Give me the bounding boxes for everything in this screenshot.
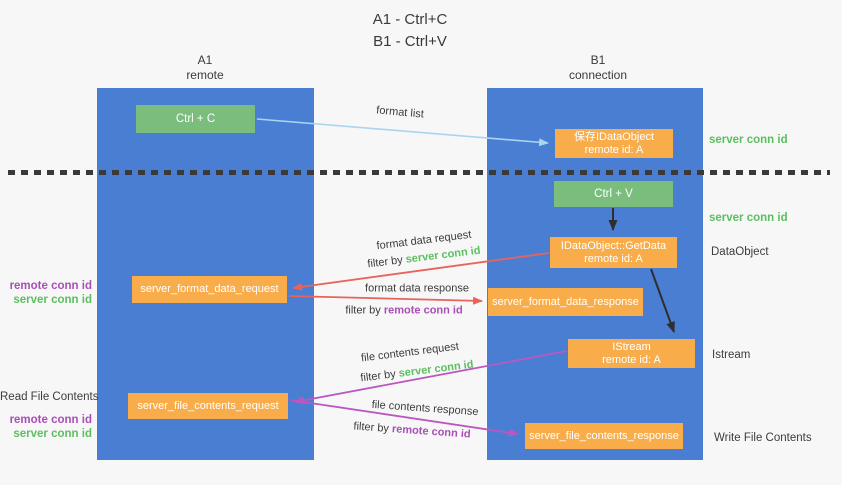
node-ctrl-v: Ctrl + V: [554, 181, 673, 207]
edge-label-format-list: format list: [375, 104, 425, 121]
node-ctrl-c-label: Ctrl + C: [175, 112, 216, 125]
lane-header-b1: B1 connection: [538, 53, 658, 83]
node-save-idataobject: 保存IDataObject remote id: A: [555, 129, 673, 158]
edge-label-filter-by-remote-conn-id-2: filter by remote conn id: [353, 420, 471, 441]
node-idataobject-getdata-line2: remote id: A: [584, 252, 643, 265]
lane-header-a1: A1 remote: [145, 53, 265, 83]
arrow-format-data-response: [288, 295, 483, 305]
edge-label-format-data-response: format data response: [365, 282, 469, 295]
edge-label-file-contents-response: file contents response: [371, 398, 479, 419]
annotation-left-conn-ids-format: remote conn id server conn id: [0, 279, 92, 307]
annotation-remote-conn-id-1: remote conn id: [9, 280, 92, 292]
annotation-write-file-contents: Write File Contents: [714, 432, 812, 444]
node-save-idataobject-line1: 保存IDataObject: [573, 130, 655, 143]
diagram-title: A1 - Ctrl+C B1 - Ctrl+V: [320, 9, 500, 53]
node-server-format-data-response-label: server_format_data_response: [492, 295, 639, 308]
edge-label-filter-by-remote-conn-id-1: filter by remote conn id: [345, 305, 462, 318]
remote-conn-id-text: remote conn id: [391, 423, 471, 441]
node-istream-line2: remote id: A: [602, 353, 661, 366]
annotation-server-conn-id-mid: server conn id: [709, 212, 788, 224]
title-line-ctrl-c: A1 - Ctrl+C: [372, 11, 448, 28]
lane-a1-role: remote: [186, 68, 224, 82]
node-idataobject-getdata: IDataObject::GetData remote id: A: [550, 237, 677, 268]
annotation-server-conn-id-top: server conn id: [709, 134, 788, 146]
title-line-ctrl-v: B1 - Ctrl+V: [373, 33, 447, 50]
node-istream: IStream remote id: A: [568, 339, 695, 368]
lane-b1-role: connection: [568, 68, 628, 82]
annotation-server-conn-id-1: server conn id: [13, 294, 92, 306]
node-server-file-contents-response: server_file_contents_response: [525, 423, 683, 449]
annotation-remote-conn-id-2: remote conn id: [9, 414, 92, 426]
node-save-idataobject-line2: remote id: A: [584, 143, 644, 156]
node-istream-line1: IStream: [612, 340, 651, 353]
node-server-file-contents-request: server_file_contents_request: [128, 393, 288, 419]
node-server-format-data-response: server_format_data_response: [488, 288, 643, 316]
annotation-left-read-file-contents-group: Read File Contents remote conn id server…: [0, 390, 99, 441]
lane-a1-id: A1: [197, 53, 213, 67]
filter-by-text: filter by: [353, 420, 393, 436]
node-server-file-contents-request-label: server_file_contents_request: [137, 399, 279, 412]
annotation-istream: Istream: [712, 349, 751, 361]
node-server-format-data-request-label: server_format_data_request: [140, 283, 279, 295]
remote-conn-id-text: remote conn id: [383, 304, 463, 317]
node-server-file-contents-response-label: server_file_contents_response: [529, 429, 679, 442]
server-conn-id-text: server conn id: [398, 358, 475, 380]
node-ctrl-v-label: Ctrl + V: [594, 187, 633, 200]
annotation-dataobject: DataObject: [711, 246, 769, 258]
filter-by-text: filter by: [366, 253, 407, 271]
node-ctrl-c: Ctrl + C: [136, 105, 255, 133]
annotation-read-file-contents: Read File Contents: [0, 391, 99, 403]
node-idataobject-getdata-line1: IDataObject::GetData: [560, 239, 667, 252]
filter-by-text: filter by: [359, 367, 400, 385]
copy-paste-divider-line: [8, 170, 830, 175]
node-server-format-data-request: server_format_data_request: [132, 276, 287, 303]
annotation-server-conn-id-2: server conn id: [13, 428, 92, 440]
lane-b1-id: B1: [590, 53, 606, 67]
filter-by-text: filter by: [345, 304, 384, 317]
